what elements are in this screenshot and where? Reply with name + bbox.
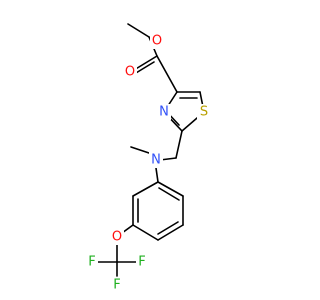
- atom-label-fluorine-left: F: [88, 255, 95, 270]
- atom-labels: O O N S N O F F: [86, 33, 211, 293]
- atom-ester-oxygen: O: [150, 33, 164, 49]
- atom-label-thiazole-nitrogen: N: [159, 105, 169, 120]
- atom-label-ether-oxygen: O: [112, 230, 122, 245]
- bond-amine-aryl: [155, 167, 159, 183]
- atom-fluorine-right: F: [136, 254, 148, 270]
- bond-ar3-ar4-inner: [157, 221, 179, 235]
- atom-label-fluorine-right: F: [138, 255, 145, 270]
- bond-ar3-ar4: [157, 224, 184, 241]
- bond-ar4-ar5: [132, 224, 159, 241]
- atom-carbonyl-oxygen: O: [123, 64, 137, 80]
- atom-label-fluorine-bottom: F: [113, 278, 120, 293]
- atom-label-amine-nitrogen: N: [151, 153, 161, 168]
- atom-label-thiazole-sulfur: S: [200, 105, 208, 120]
- atom-amine-nitrogen: N: [149, 152, 163, 168]
- bond-carbonyl-double-a: [133, 55, 158, 71]
- atom-label-ester-oxygen: O: [152, 34, 162, 49]
- bond-c2-ch2: [175, 130, 183, 159]
- atom-thiazole-nitrogen: N: [157, 104, 171, 120]
- chemical-structure-diagram: O O N S N O F F: [86, 23, 211, 293]
- bond-amine-methyl: [130, 146, 153, 155]
- atom-fluorine-left: F: [86, 254, 98, 270]
- atom-thiazole-sulfur: S: [197, 104, 211, 120]
- bond-ar1-ar2-inner: [158, 187, 180, 201]
- bond-carbonyl-to-ring: [156, 55, 178, 93]
- bond-ar6-ar1: [132, 181, 159, 197]
- atom-fluorine-bottom: F: [111, 277, 123, 293]
- bond-methyl-ester-o: [127, 23, 150, 38]
- bond-ar1-ar2: [157, 181, 184, 197]
- structure-canvas: O O N S N O F F: [86, 23, 211, 293]
- atom-label-carbonyl-oxygen: O: [125, 65, 135, 80]
- atom-ether-oxygen: O: [110, 229, 124, 245]
